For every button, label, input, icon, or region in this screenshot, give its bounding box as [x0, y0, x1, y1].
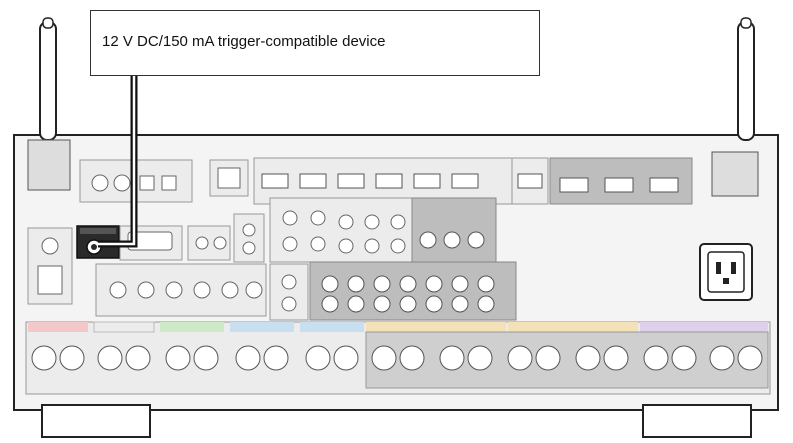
- phono-terminal: [270, 264, 308, 320]
- hdmi-outputs: [550, 158, 692, 204]
- pre-out-block: [310, 262, 516, 320]
- speaker-terminals: [26, 322, 770, 394]
- trigger-device-callout: 12 V DC/150 mA trigger-compatible device: [90, 10, 540, 76]
- hdmi-inputs: [254, 158, 512, 204]
- tuner-antenna-terminals: [28, 228, 72, 304]
- callout-label: 12 V DC/150 mA trigger-compatible device: [102, 33, 385, 50]
- antenna-icon: [28, 18, 70, 190]
- video-audio-io-block: [270, 198, 412, 262]
- hdmi-extra: [512, 158, 548, 204]
- ac-inlet-icon: [700, 244, 752, 300]
- component-video: [234, 214, 264, 262]
- pre-out-block-top: [412, 198, 496, 262]
- network-port: [210, 160, 248, 196]
- antenna-icon: [712, 18, 758, 196]
- left-foot: [42, 405, 150, 437]
- right-foot: [643, 405, 751, 437]
- analog-audio-inputs: [96, 264, 266, 316]
